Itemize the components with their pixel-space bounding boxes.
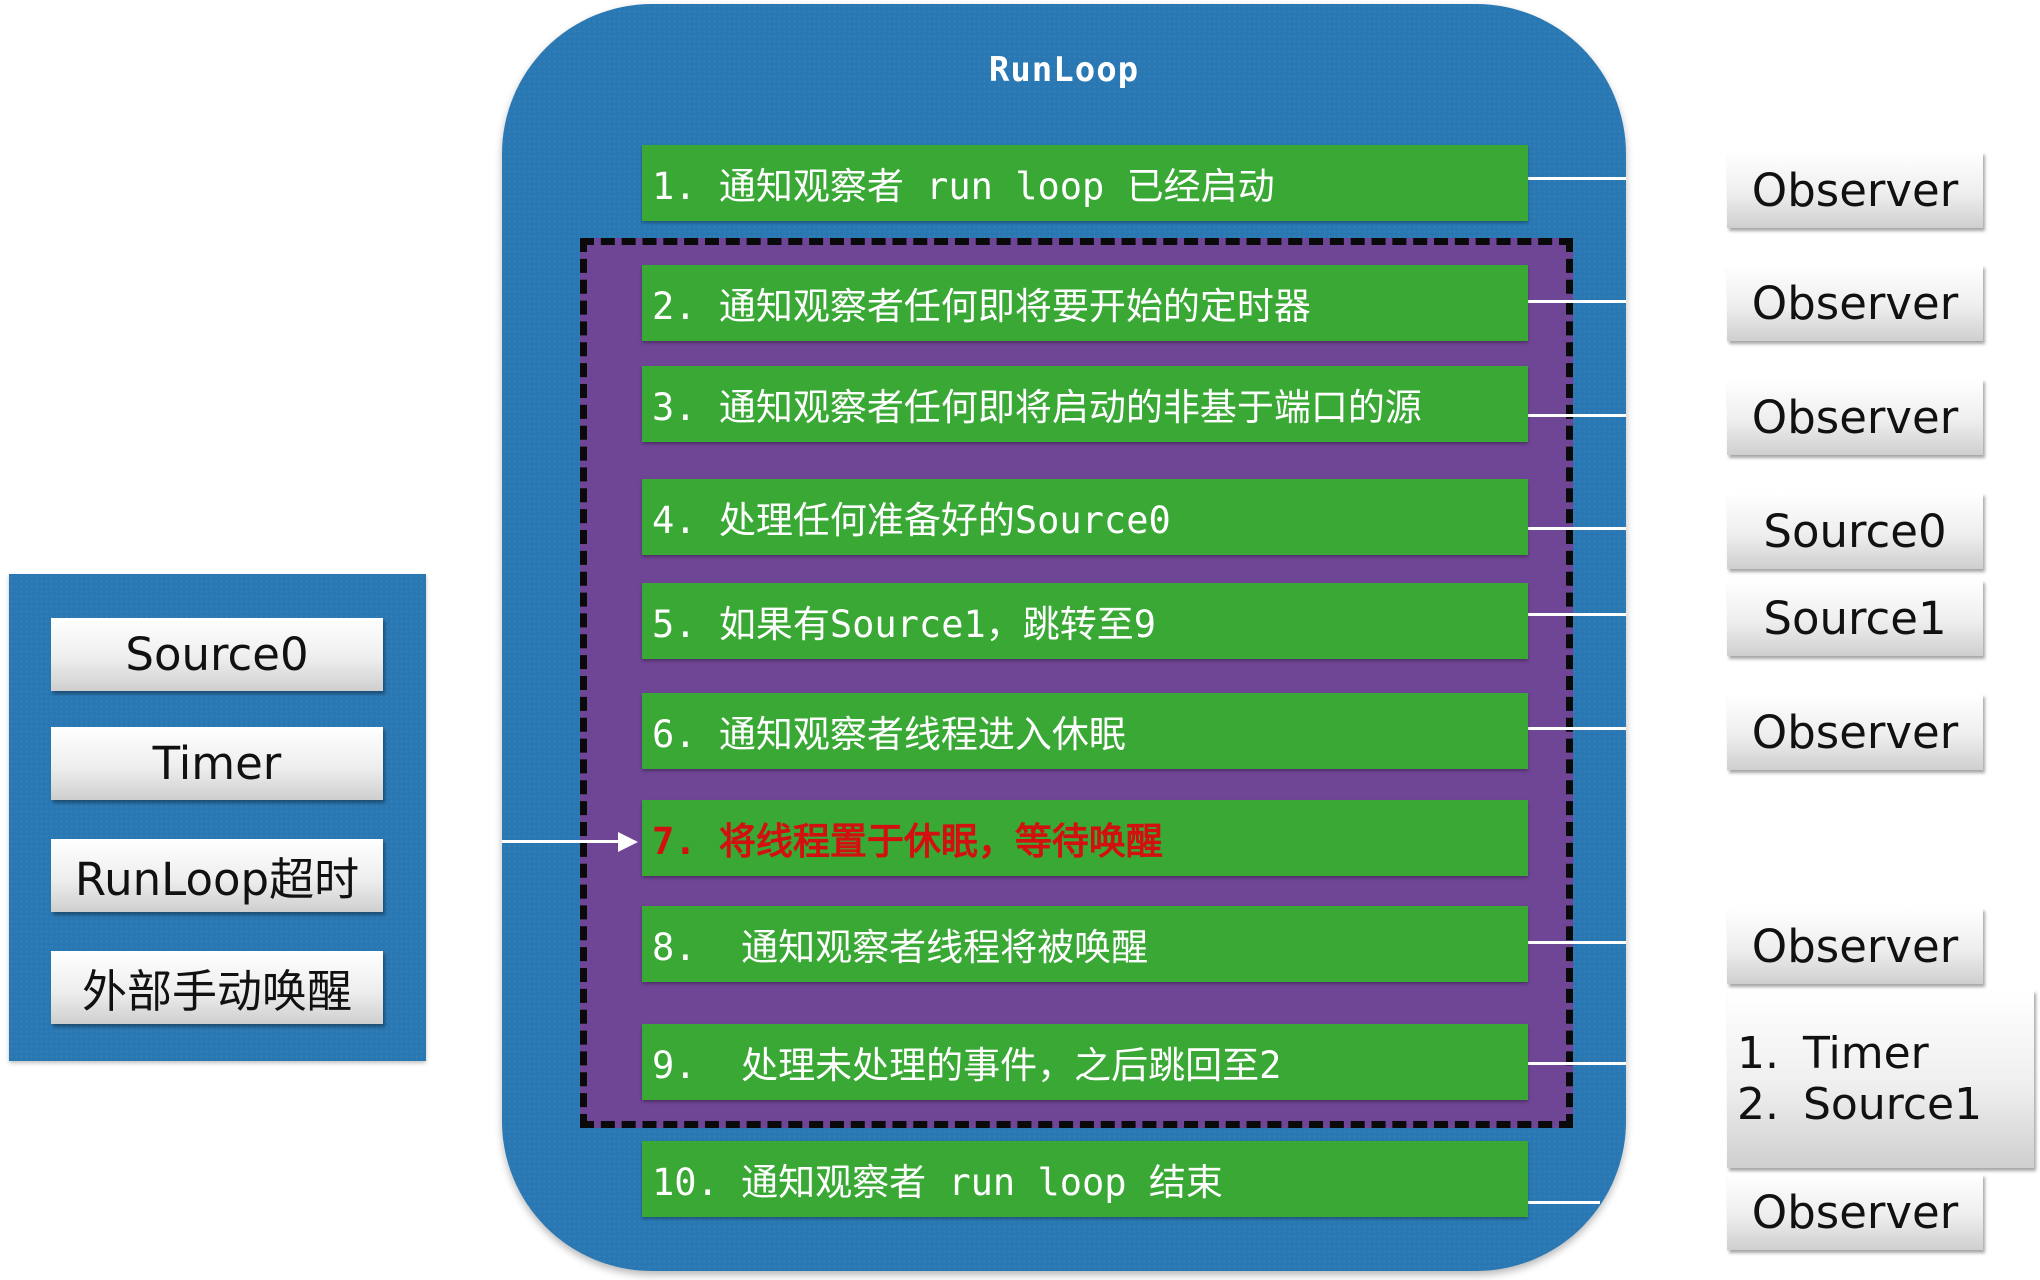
connector-step5 bbox=[1528, 613, 1626, 616]
list-text: Source1 bbox=[1803, 1079, 1983, 1130]
step-7-sleep: 7. 将线程置于休眠，等待唤醒 bbox=[642, 800, 1528, 876]
list-number: 2. bbox=[1737, 1079, 1779, 1130]
connector-step6 bbox=[1528, 727, 1626, 730]
observer-step8: Observer bbox=[1727, 908, 1983, 984]
wake-source-source0: Source0 bbox=[51, 618, 383, 691]
observer-step10: Observer bbox=[1727, 1174, 1983, 1250]
connector-step9 bbox=[1528, 1062, 1626, 1065]
connector-step2 bbox=[1528, 300, 1626, 303]
step-6: 6. 通知观察者线程进入休眠 bbox=[642, 693, 1528, 769]
wake-source-manual: 外部手动唤醒 bbox=[51, 951, 383, 1024]
step-2: 2. 通知观察者任何即将要开始的定时器 bbox=[642, 265, 1528, 341]
observer-step6: Observer bbox=[1727, 694, 1983, 770]
wake-source-timeout: RunLoop超时 bbox=[51, 839, 383, 912]
observer-step2: Observer bbox=[1727, 265, 1983, 341]
connector-step8 bbox=[1528, 941, 1626, 944]
wake-sources-panel: Source0 Timer RunLoop超时 外部手动唤醒 bbox=[9, 574, 426, 1061]
source0-step4: Source0 bbox=[1727, 493, 1983, 569]
list-text: Timer bbox=[1803, 1028, 1929, 1079]
connector-step4 bbox=[1528, 527, 1626, 530]
observer-step1: Observer bbox=[1727, 152, 1983, 228]
step-9: 9. 处理未处理的事件，之后跳回至2 bbox=[642, 1024, 1528, 1100]
connector-step10 bbox=[1528, 1201, 1600, 1204]
step-4: 4. 处理任何准备好的Source0 bbox=[642, 479, 1528, 555]
step-10: 10. 通知观察者 run loop 结束 bbox=[642, 1141, 1528, 1217]
step-3: 3. 通知观察者任何即将启动的非基于端口的源 bbox=[642, 366, 1528, 442]
connector-step1 bbox=[1528, 177, 1626, 180]
source1-step5: Source1 bbox=[1727, 580, 1983, 656]
wake-arrow-line bbox=[502, 840, 620, 843]
list-number: 1. bbox=[1737, 1028, 1779, 1079]
wake-arrow-head bbox=[618, 832, 638, 852]
step-1: 1. 通知观察者 run loop 已经启动 bbox=[642, 145, 1528, 221]
step-5: 5. 如果有Source1，跳转至9 bbox=[642, 583, 1528, 659]
step-8: 8. 通知观察者线程将被唤醒 bbox=[642, 906, 1528, 982]
wake-source-timer: Timer bbox=[51, 727, 383, 800]
runloop-title: RunLoop bbox=[988, 50, 1140, 90]
connector-step3 bbox=[1528, 414, 1626, 417]
step9-list-item-timer: 1. Timer bbox=[1737, 1028, 1929, 1079]
observer-step3: Observer bbox=[1727, 379, 1983, 455]
step9-list-item-source1: 2. Source1 bbox=[1737, 1079, 1982, 1130]
step9-event-list: 1. Timer 2. Source1 bbox=[1727, 990, 2034, 1168]
